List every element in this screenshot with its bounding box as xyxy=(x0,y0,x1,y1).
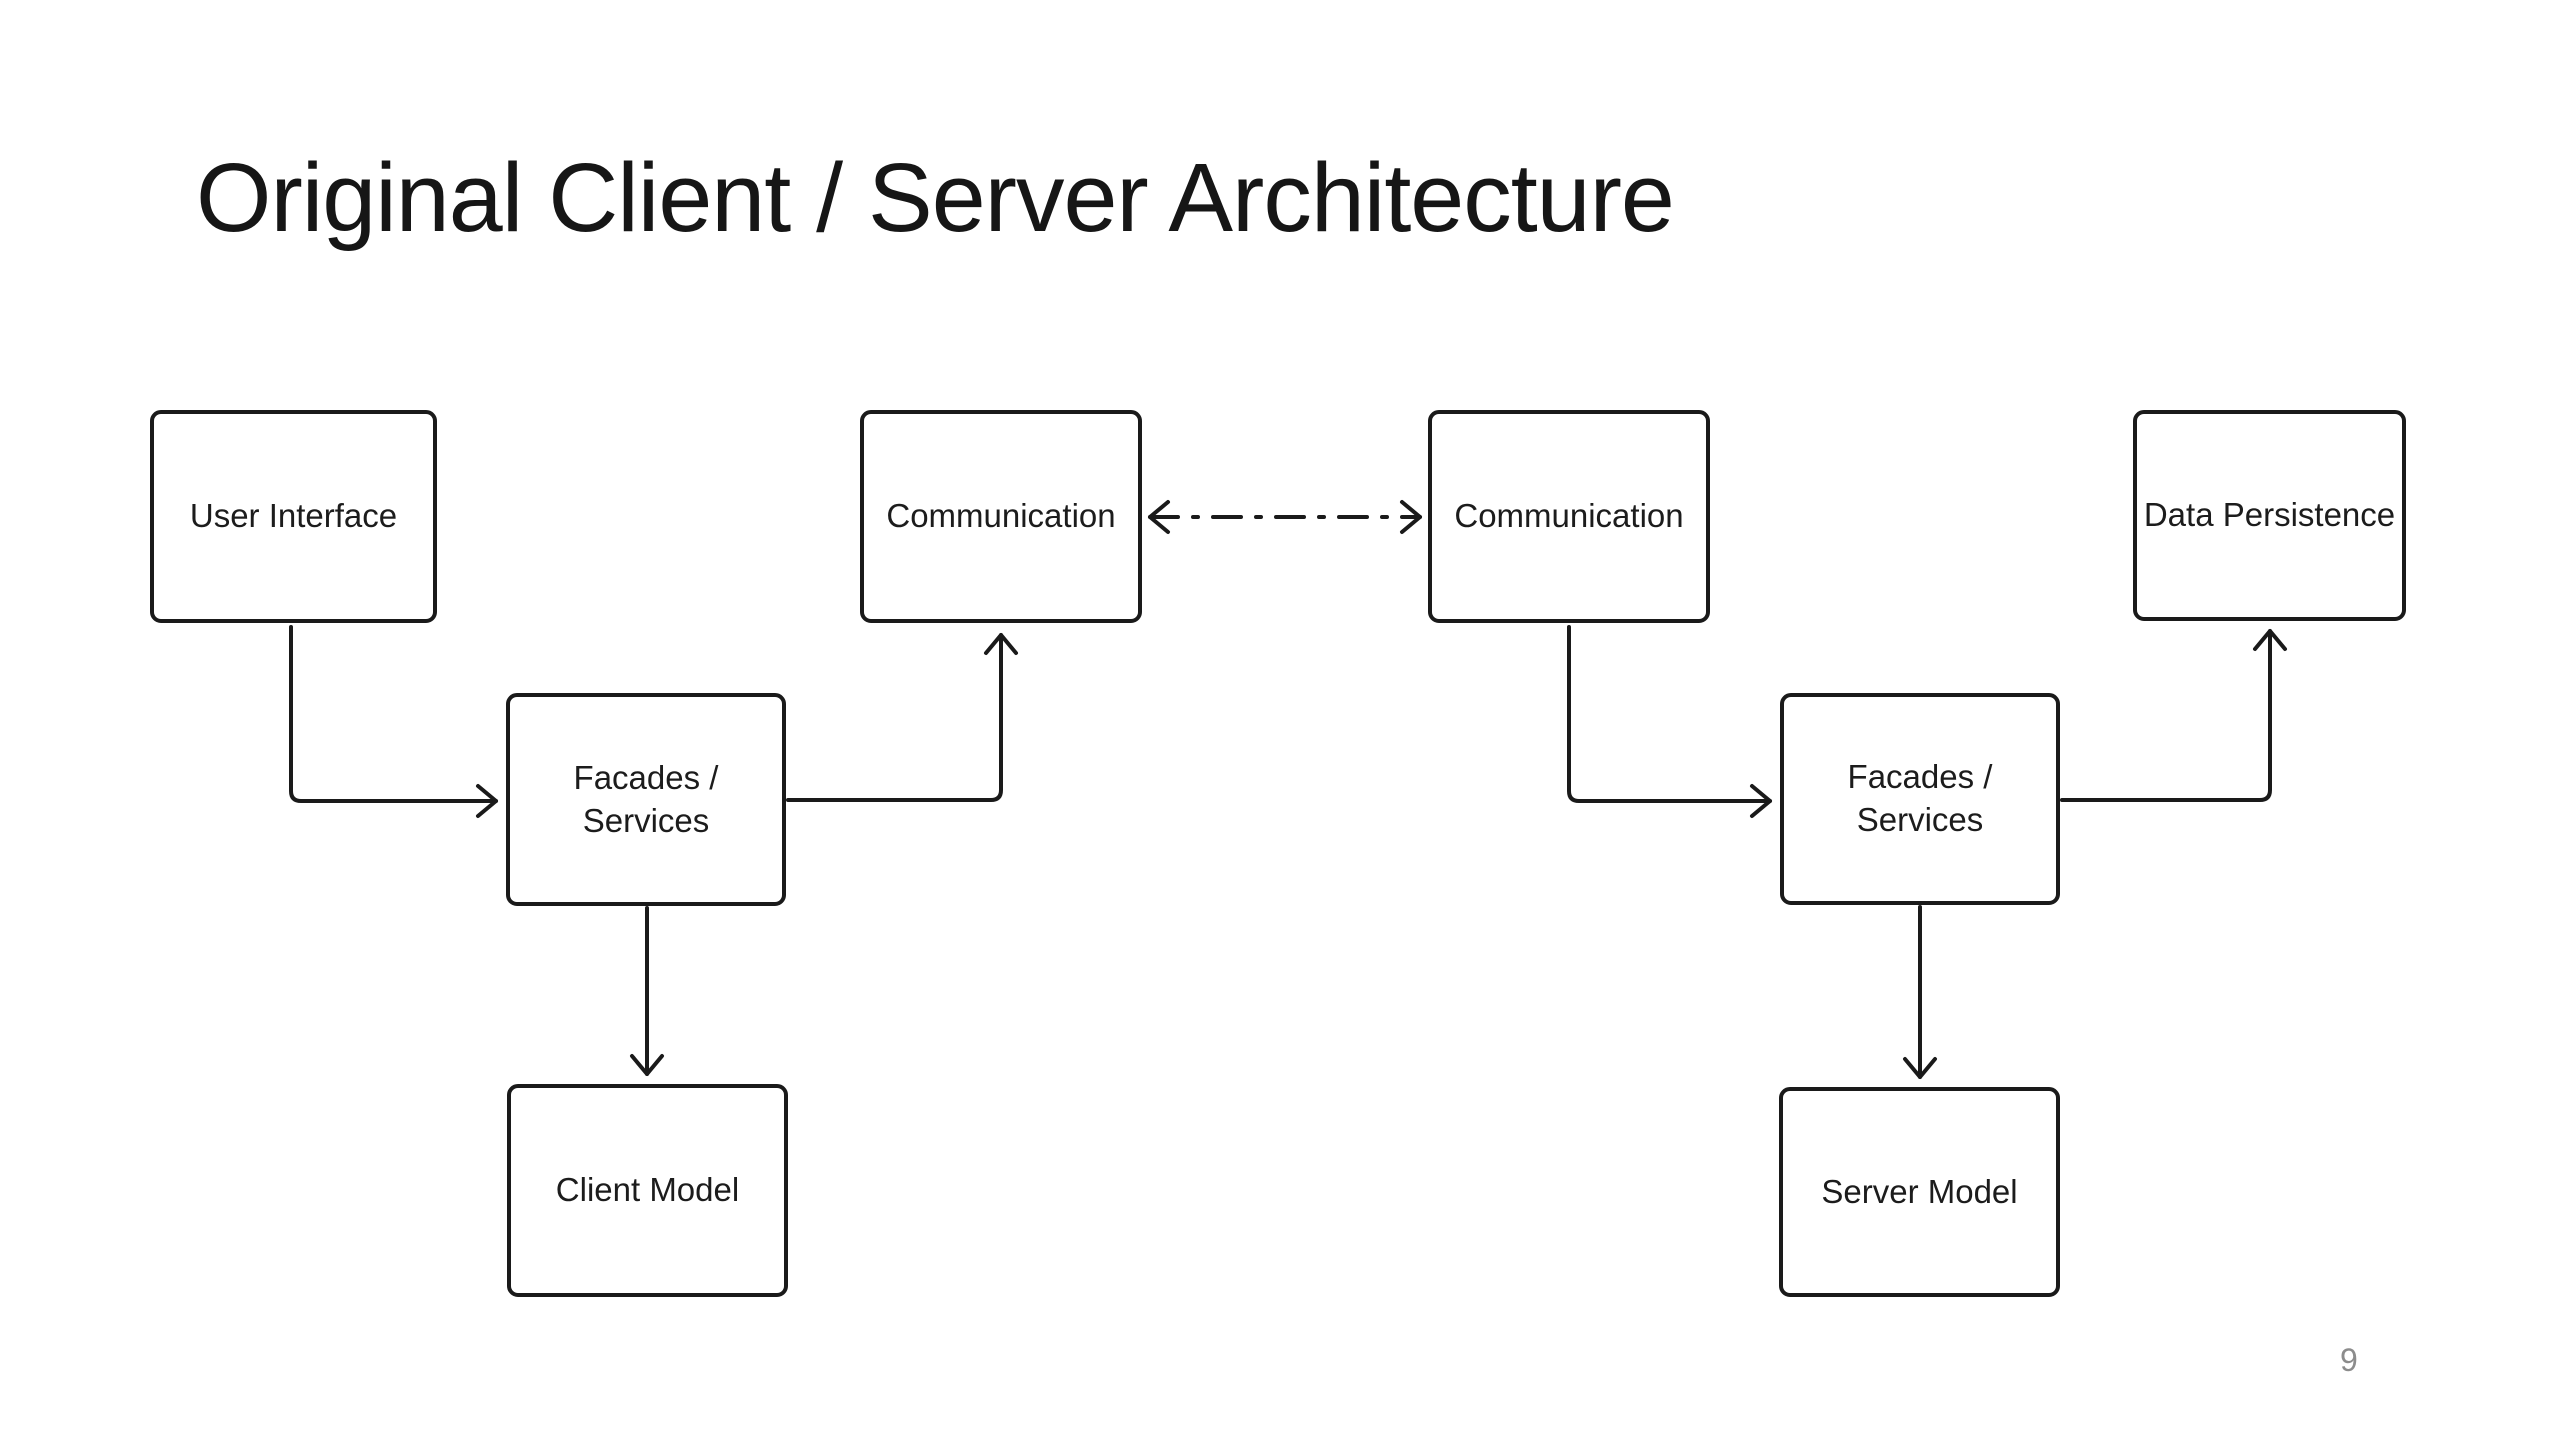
edge-user-interface-to-facades-left xyxy=(289,625,498,818)
node-communication-right: Communication xyxy=(1428,410,1710,623)
node-user-interface: User Interface xyxy=(150,410,437,623)
node-communication-left: Communication xyxy=(860,410,1142,623)
page-number: 9 xyxy=(2340,1342,2358,1378)
slide-title: Original Client / Server Architecture xyxy=(196,143,1675,252)
edge-facades-right-to-data-persistence xyxy=(2060,629,2287,802)
node-facades-services-right: Facades / Services xyxy=(1780,693,2060,905)
edge-communication-right-to-facades-right xyxy=(1567,625,1772,818)
node-data-persistence: Data Persistence xyxy=(2133,410,2406,621)
node-facades-services-left: Facades / Services xyxy=(506,693,786,906)
edge-facades-left-to-communication-left xyxy=(786,633,1018,802)
node-server-model: Server Model xyxy=(1779,1087,2060,1297)
node-client-model: Client Model xyxy=(507,1084,788,1297)
